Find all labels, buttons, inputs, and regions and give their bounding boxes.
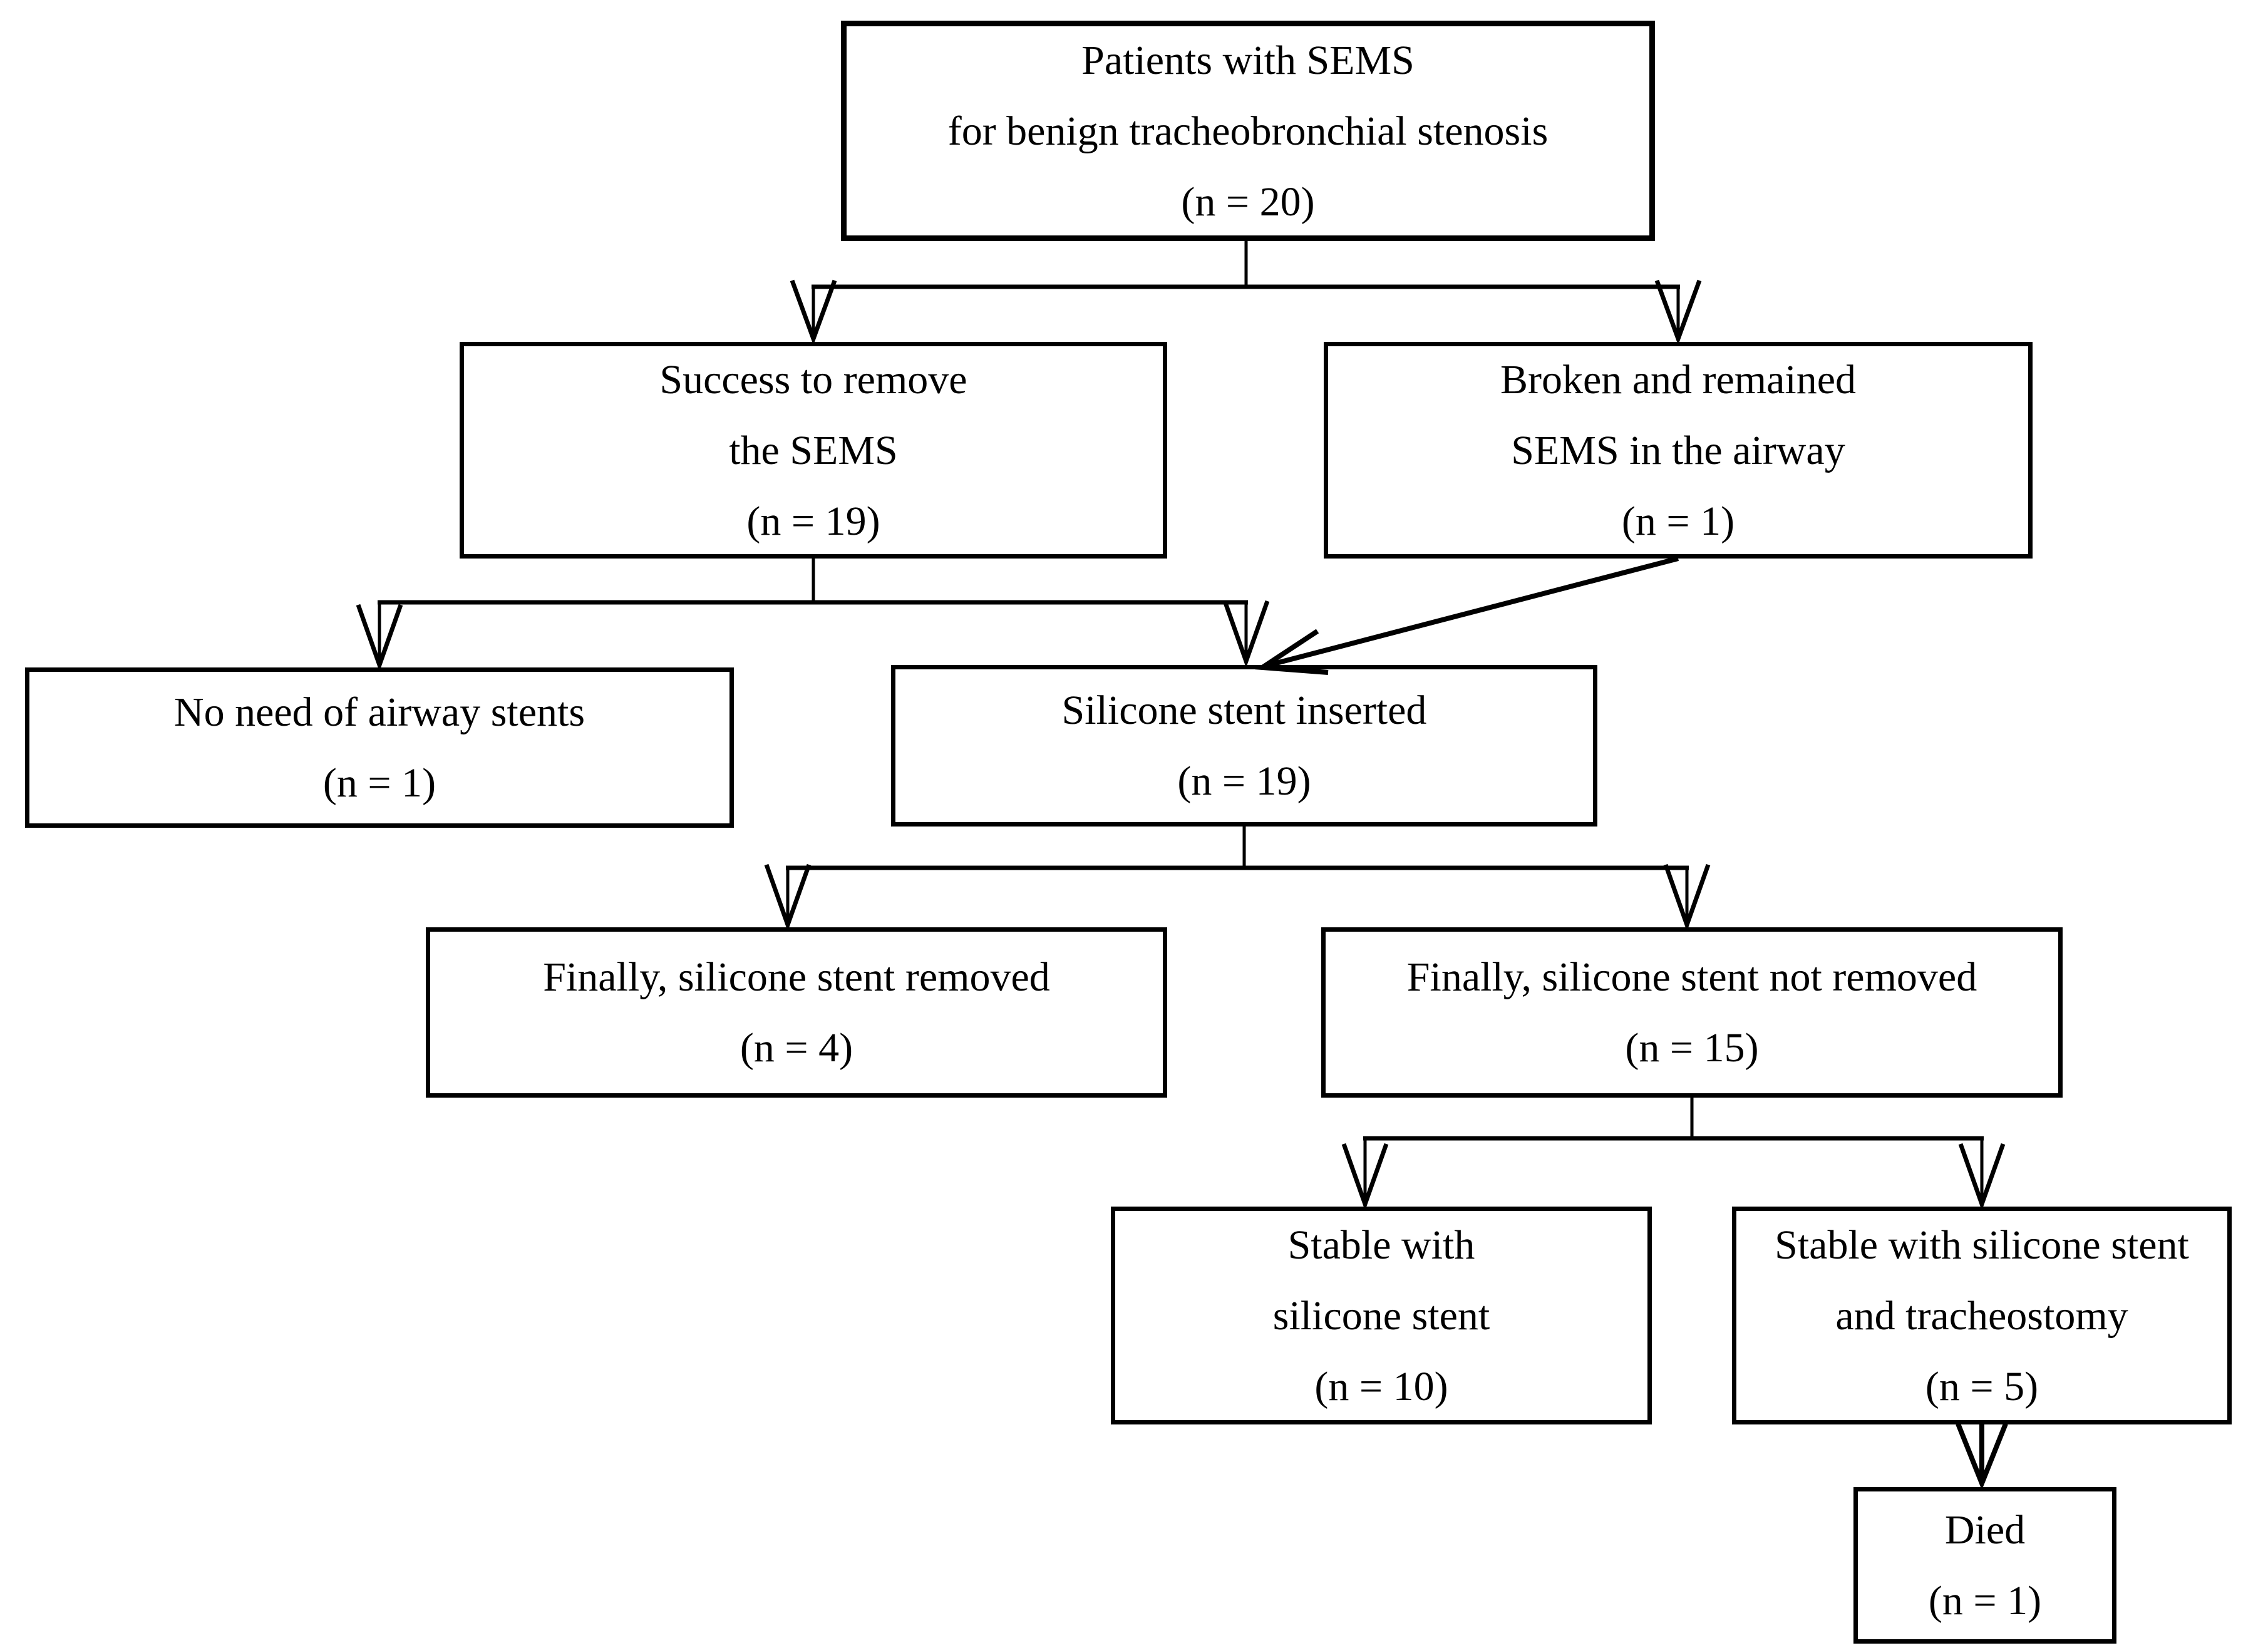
node-count-line: (n = 1) [322,760,436,806]
node-text-line: SEMS in the airway [1511,427,1845,473]
node-text-line: Silicone stent inserted [1061,688,1427,733]
node-text-line: Stable with [1287,1222,1475,1268]
node-count-line: (n = 19) [1177,758,1311,804]
node-count-line: (n = 5) [1925,1363,2039,1409]
node-text-line: Finally, silicone stent not removed [1406,954,1977,1000]
connector-inserted-to-level4 [764,827,1711,932]
node-count-line: (n = 1) [1621,498,1735,544]
node-text-line: Patients with SEMS [1081,37,1415,83]
node-count-line: (n = 1) [1928,1578,2042,1624]
arrowhead-down-icon [1341,1143,1389,1211]
node-count-line: (n = 19) [746,498,880,544]
node-broken-and-remained-sems: Broken and remained SEMS in the airway (… [1324,342,2033,559]
arrowhead-down-icon [790,279,837,346]
arrowhead-down-icon [764,863,812,932]
node-text-line: No need of airway stents [173,689,585,735]
node-text-line: the SEMS [729,427,898,473]
edge-diagonal [1265,556,1679,668]
node-finally-silicone-stent-not-removed: Finally, silicone stent not removed (n =… [1321,927,2063,1098]
node-text-line: Died [1944,1507,2026,1553]
arrowhead-down-icon [356,604,403,672]
arrowhead-down-icon [1663,863,1711,932]
node-text-line: silicone stent [1272,1292,1490,1339]
node-count-line: (n = 15) [1625,1025,1759,1071]
node-success-to-remove-sems: Success to remove the SEMS (n = 19) [460,342,1167,559]
connector-tracheostomy-to-died [1956,1423,2008,1490]
connector-broken-to-inserted [1255,556,1679,675]
node-text-line: Stable with silicone stent [1775,1222,2189,1268]
node-count-line: (n = 10) [1314,1363,1448,1409]
node-stable-with-silicone-stent: Stable with silicone stent (n = 10) [1111,1207,1652,1424]
node-count-line: (n = 20) [1181,178,1315,225]
node-text-line: Success to remove [659,356,967,403]
arrowhead-down-icon [1958,1143,2006,1211]
arrowhead-down-icon [1654,279,1702,346]
connector-root-to-level2 [790,241,1702,346]
node-count-line: (n = 4) [740,1025,853,1071]
node-died: Died (n = 1) [1853,1487,2116,1644]
node-stable-with-stent-and-tracheostomy: Stable with silicone stent and tracheost… [1732,1207,2232,1424]
arrowhead-down-icon [1222,600,1270,668]
node-no-need-of-airway-stents: No need of airway stents (n = 1) [25,667,734,828]
connector-notremoved-to-level5 [1341,1098,2006,1211]
node-silicone-stent-inserted: Silicone stent inserted (n = 19) [891,665,1597,827]
arrowhead-down-icon [1956,1423,2008,1490]
node-text-line: Finally, silicone stent removed [543,954,1050,1000]
connector-success-to-level3 [356,559,1270,672]
node-finally-silicone-stent-removed: Finally, silicone stent removed (n = 4) [426,927,1167,1098]
node-text-line: Broken and remained [1500,356,1857,403]
node-text-line: for benign tracheobronchial stenosis [947,108,1549,154]
node-patients-with-sems: Patients with SEMS for benign tracheobro… [841,21,1655,241]
node-text-line: and tracheostomy [1835,1292,2128,1339]
